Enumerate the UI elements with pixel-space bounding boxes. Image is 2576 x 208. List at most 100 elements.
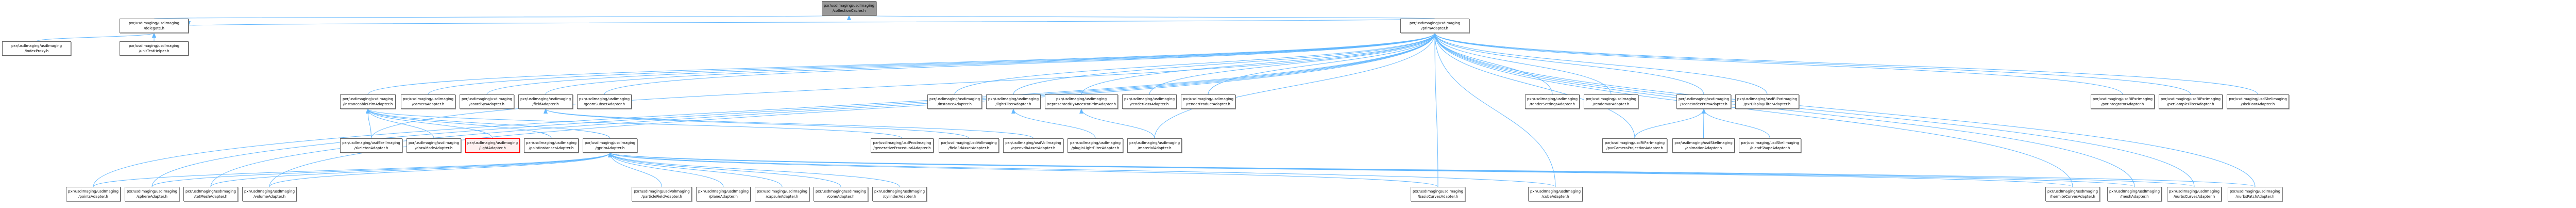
node-label-path: pxr/usdImaging/usdSkelImaging	[2229, 97, 2287, 101]
node-label-path: pxr/usdImaging/usdImaging	[520, 97, 571, 101]
edge-planeAdapter-to-gprimAdapter	[608, 152, 724, 187]
node-label-file: /tetMeshAdapter.h	[194, 195, 228, 199]
node-label-file: /pluginLightFilterAdapter.h	[1071, 146, 1120, 150]
node-label-file: /coordSysAdapter.h	[469, 102, 504, 106]
node-camera-adapter[interactable]: pxr/usdImaging/usdImaging/cameraAdapter.…	[401, 94, 455, 109]
node-pxr-camera-projection-adapter[interactable]: pxr/usdImaging/usdRiPxrImaging/pxrCamera…	[1602, 138, 1667, 153]
edge-delegate-to-collectionCache	[154, 15, 850, 21]
node-render-product-adapter[interactable]: pxr/usdImaging/usdImaging/renderProductA…	[1181, 94, 1235, 109]
node-pxr-sample-filter-adapter[interactable]: pxr/usdImaging/usdRiPxrImaging/pxrSample…	[2159, 94, 2223, 109]
node-label-file: /pointInstancerAdapter.h	[529, 146, 574, 150]
node-nurbs-patch-adapter[interactable]: pxr/usdImaging/usdImaging/nurbsPatchAdap…	[2228, 187, 2282, 201]
node-delegate[interactable]: pxr/usdImaging/usdImaging/delegate.h	[120, 19, 189, 33]
node-label-path: pxr/usdImaging/usdImaging	[1124, 97, 1175, 101]
node-label-file: /instanceablePrimAdapter.h	[343, 102, 393, 106]
node-render-pass-adapter[interactable]: pxr/usdImaging/usdImaging/renderPassAdap…	[1122, 94, 1177, 109]
node-openvdb-asset-adapter[interactable]: pxr/usdImaging/usdVolImaging/openvdbAsse…	[1003, 138, 1063, 153]
edge-volumeAdapter-to-gprimAdapter	[269, 152, 612, 187]
edge-geomSubsetAdapter-to-primAdapter	[604, 33, 1437, 95]
node-light-filter-adapter[interactable]: pxr/usdImaging/usdImaging/lightFilterAda…	[986, 94, 1041, 109]
edge-pxrSampleFilterAdapter-to-primAdapter	[1433, 33, 2191, 95]
node-index-proxy[interactable]: pxr/usdImaging/usdImaging/indexProxy.h	[2, 41, 71, 56]
node-pxr-display-filter-adapter[interactable]: pxr/usdImaging/usdRiPxrImaging/pxrDispla…	[1735, 94, 1799, 109]
node-label-path: pxr/usdImaging/usdVolImaging	[941, 141, 997, 145]
edge-primAdapter-to-collectionCache	[849, 15, 1435, 21]
node-capsule-adapter[interactable]: pxr/usdImaging/usdImaging/capsuleAdapter…	[755, 187, 809, 201]
edge-field3dAssetAdapter-to-fieldAdapter	[544, 108, 969, 139]
node-label-path: pxr/usdImaging/usdImaging	[126, 189, 178, 194]
edge-renderPassAdapter-to-primAdapter	[1149, 33, 1437, 95]
node-label-path: pxr/usdImaging/usdImaging	[67, 189, 119, 194]
node-mesh-adapter[interactable]: pxr/usdImaging/usdImaging/meshAdapter.h	[2107, 187, 2162, 201]
edge-tetMeshAdapter-to-primAdapter	[210, 33, 1437, 187]
node-gprim-adapter[interactable]: pxr/usdImaging/usdImaging/gprimAdapter.h	[583, 138, 637, 153]
node-render-var-adapter[interactable]: pxr/usdImaging/usdImaging/renderVarAdapt…	[1584, 94, 1638, 109]
edge-materialAdapter-to-primAdapter	[1154, 33, 1437, 139]
node-field-adapter[interactable]: pxr/usdImaging/usdImaging/fieldAdapter.h	[518, 94, 573, 109]
node-draw-mode-adapter[interactable]: pxr/usdImaging/usdImaging/drawModeAdapte…	[406, 138, 461, 153]
node-hermite-curves-adapter[interactable]: pxr/usdImaging/usdImaging/hermiteCurvesA…	[2045, 187, 2100, 201]
node-label-file: /instanceAdapter.h	[938, 102, 972, 106]
node-nurbs-curves-adapter[interactable]: pxr/usdImaging/usdImaging/nurbsCurvesAda…	[2167, 187, 2222, 201]
node-coord-sys-adapter[interactable]: pxr/usdImaging/usdImaging/coordSysAdapte…	[460, 94, 514, 109]
node-label-file: /cubeAdapter.h	[1541, 195, 1569, 199]
node-label-path: pxr/usdImaging/usdImaging	[815, 189, 867, 194]
node-label-file: /pxrIntegratorAdapter.h	[2101, 102, 2144, 106]
edge-tetMeshAdapter-to-gprimAdapter	[210, 152, 612, 187]
node-field3d-asset-adapter[interactable]: pxr/usdImaging/usdVolImaging/field3dAsse…	[939, 138, 999, 153]
node-label-file: /cylinderAdapter.h	[883, 195, 917, 199]
node-label-file: /primAdapter.h	[1421, 26, 1449, 30]
node-plugin-light-filter-adapter[interactable]: pxr/usdImaging/usdImaging/pluginLightFil…	[1067, 138, 1123, 153]
node-label-path: pxr/usdImaging/usdSkelImaging	[1741, 141, 1799, 145]
node-render-settings-adapter[interactable]: pxr/usdImaging/usdImaging/renderSettings…	[1525, 94, 1580, 109]
node-sphere-adapter[interactable]: pxr/usdImaging/usdImaging/sphereAdapter.…	[125, 187, 179, 201]
node-unit-test-helper[interactable]: pxr/usdImaging/usdImaging/unitTestHelper…	[120, 41, 189, 56]
node-tet-mesh-adapter[interactable]: pxr/usdImaging/usdImaging/tetMeshAdapter…	[183, 187, 238, 201]
node-label-path: pxr/usdImaging/usdImaging	[1070, 141, 1121, 145]
node-blend-shape-adapter[interactable]: pxr/usdImaging/usdSkelImaging/blendShape…	[1739, 138, 1801, 153]
node-points-adapter[interactable]: pxr/usdImaging/usdImaging/pointsAdapter.…	[66, 187, 121, 201]
node-label-path: pxr/usdImaging/usdImaging	[244, 189, 295, 194]
node-instanceable-prim-adapter[interactable]: pxr/usdImaging/usdImaging/instanceablePr…	[340, 94, 396, 109]
node-cylinder-adapter[interactable]: pxr/usdImaging/usdImaging/cylinderAdapte…	[872, 187, 927, 201]
node-label-file: /skelRootAdapter.h	[2241, 102, 2275, 106]
edge-sphereAdapter-to-primAdapter	[151, 33, 1437, 187]
edge-renderProductAdapter-to-primAdapter	[1208, 33, 1437, 95]
node-skeleton-adapter[interactable]: pxr/usdImaging/usdSkelImaging/skeletonAd…	[340, 138, 402, 153]
node-instance-adapter[interactable]: pxr/usdImaging/usdImaging/instanceAdapte…	[927, 94, 982, 109]
edge-cylinderAdapter-to-gprimAdapter	[608, 152, 900, 187]
edge-cubeAdapter-to-gprimAdapter	[608, 152, 1556, 187]
node-label-path: pxr/usdImaging/usdImaging	[1412, 189, 1464, 194]
node-basis-curves-adapter[interactable]: pxr/usdImaging/usdImaging/basisCurvesAda…	[1411, 187, 1465, 201]
node-label-path: pxr/usdImaging/usdImaging	[756, 189, 808, 194]
node-label-path: pxr/usdImaging/usdImaging	[1056, 97, 1107, 101]
node-scene-index-prim-adapter[interactable]: pxr/usdImaging/usdImaging/sceneIndexPrim…	[1676, 94, 1731, 109]
node-label-path: pxr/usdImaging/usdVolImaging	[634, 189, 690, 194]
node-collection-cache[interactable]: pxr/usdImaging/usdImaging/collectionCach…	[822, 1, 876, 15]
edge-pointsAdapter-to-primAdapter	[93, 33, 1437, 187]
node-label-file: /particleFieldAdapter.h	[641, 195, 682, 199]
node-prim-adapter[interactable]: pxr/usdImaging/usdImaging/primAdapter.h	[1400, 19, 1469, 33]
node-represented-by-ancestor-prim-adapter[interactable]: pxr/usdImaging/usdImaging/representedByA…	[1045, 94, 1118, 109]
node-volume-adapter[interactable]: pxr/usdImaging/usdImaging/volumeAdapter.…	[242, 187, 297, 201]
node-label-file: /volumeAdapter.h	[253, 195, 286, 199]
node-animation-adapter[interactable]: pxr/usdImaging/usdSkelImaging/animationA…	[1672, 138, 1735, 153]
node-generative-procedural-adapter[interactable]: pxr/usdImaging/usdProcImaging/generative…	[871, 138, 934, 153]
node-skel-root-adapter[interactable]: pxr/usdImaging/usdSkelImaging/skelRootAd…	[2227, 94, 2289, 109]
edge-indexProxy-to-delegate	[36, 33, 156, 42]
node-material-adapter[interactable]: pxr/usdImaging/usdImaging/materialAdapte…	[1127, 138, 1182, 153]
node-light-adapter[interactable]: pxr/usdImaging/usdImaging/lightAdapter.h	[465, 138, 520, 153]
edge-pxrCameraProjectionAdapter-to-primAdapter	[1433, 33, 1635, 139]
node-label-file: /planeAdapter.h	[709, 195, 738, 199]
edge-primAdapter-to-delegate	[188, 18, 1435, 26]
node-geom-subset-adapter[interactable]: pxr/usdImaging/usdImaging/geomSubsetAdap…	[577, 94, 632, 109]
node-plane-adapter[interactable]: pxr/usdImaging/usdImaging/planeAdapter.h	[696, 187, 751, 201]
node-cone-adapter[interactable]: pxr/usdImaging/usdImaging/coneAdapter.h	[814, 187, 868, 201]
node-particle-field-adapter[interactable]: pxr/usdImaging/usdVolImaging/particleFie…	[632, 187, 692, 201]
node-pxr-integrator-adapter[interactable]: pxr/usdImaging/usdRiPxrImaging/pxrIntegr…	[2091, 94, 2155, 109]
node-point-instancer-adapter[interactable]: pxr/usdImaging/usdImaging/pointInstancer…	[524, 138, 579, 153]
node-label-file: /representedByAncestorPrimAdapter.h	[1046, 102, 1116, 106]
node-label-file: /renderVarAdapter.h	[1592, 102, 1630, 106]
node-label-path: pxr/usdImaging/usdImaging	[1129, 141, 1180, 145]
node-cube-adapter[interactable]: pxr/usdImaging/usdImaging/cubeAdapter.h	[1528, 187, 1583, 201]
